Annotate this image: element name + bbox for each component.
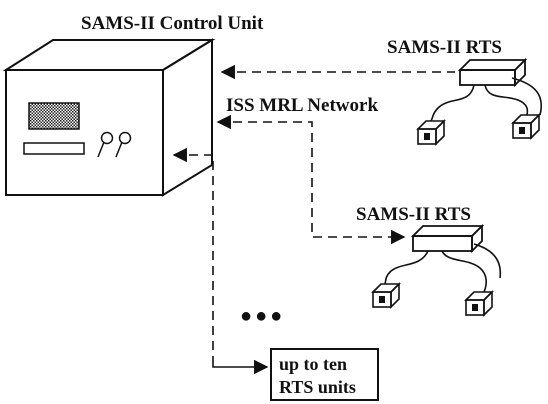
sensor-head xyxy=(371,282,401,309)
network-label: ISS MRL Network xyxy=(226,95,378,116)
connector-knob xyxy=(115,131,132,158)
control-unit-front-face xyxy=(5,69,164,196)
sensor-head xyxy=(464,290,494,317)
link-to-rts-box xyxy=(212,358,269,375)
control-unit-top-face xyxy=(2,39,216,71)
rts-middle-label: SAMS-II RTS xyxy=(356,204,471,225)
connector-knob xyxy=(97,131,114,158)
control-unit-label: SAMS-II Control Unit xyxy=(81,13,264,34)
sensor-head xyxy=(416,119,446,146)
sensor-head xyxy=(511,113,541,140)
link-to-more-rts xyxy=(172,147,214,358)
disk-slot xyxy=(23,142,85,155)
control-unit xyxy=(2,38,216,197)
rts-box-line-2: RTS units xyxy=(279,377,356,397)
rts-unit-top xyxy=(416,57,542,146)
network-connections xyxy=(172,64,455,375)
control-unit-side-face xyxy=(162,38,213,197)
rts-top-label: SAMS-II RTS xyxy=(387,37,502,58)
link-to-rts-middle xyxy=(216,114,406,245)
rts-unit-middle xyxy=(371,223,502,317)
rts-units-box: up to ten RTS units xyxy=(270,348,379,401)
rts-box-line-1: up to ten xyxy=(279,354,347,374)
display-screen xyxy=(28,102,80,130)
ellipsis-dots: ●●● xyxy=(240,305,285,327)
